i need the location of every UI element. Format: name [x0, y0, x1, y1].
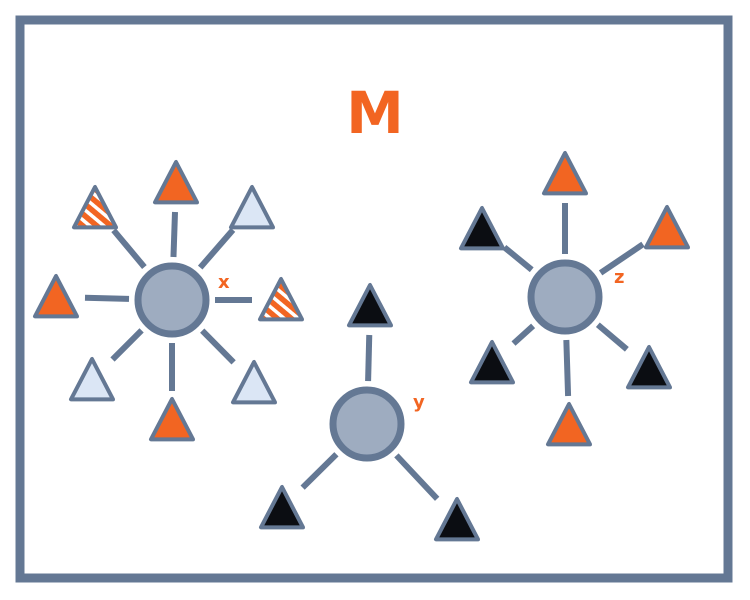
edge-y-1	[300, 452, 339, 490]
hub-label-y: y	[413, 392, 425, 413]
hubs-layer: x y z	[134, 259, 624, 462]
hatched-triangle-icon	[258, 277, 304, 322]
edge-z-5	[595, 322, 629, 352]
black-triangle-icon	[469, 340, 515, 385]
black-triangle-icon	[347, 283, 393, 328]
edges-layer	[84, 203, 645, 501]
diagram-title: M	[346, 79, 404, 147]
leaves-layer	[33, 151, 690, 542]
edge-y-2	[394, 453, 440, 501]
orange-triangle-icon	[153, 160, 199, 205]
light-triangle-icon	[69, 357, 115, 402]
light-triangle-icon	[231, 360, 277, 405]
orange-triangle-icon	[33, 274, 79, 319]
edge-z-0	[502, 245, 534, 273]
edge-y-0	[365, 334, 373, 382]
edge-x-2	[197, 227, 236, 270]
orange-triangle-icon	[644, 205, 690, 250]
edge-z-2	[598, 241, 645, 276]
orange-triangle-icon	[542, 151, 588, 196]
edge-z-4	[563, 339, 572, 397]
edge-z-3	[511, 323, 536, 346]
hub-label-x: x	[218, 272, 230, 293]
black-triangle-icon	[626, 345, 672, 390]
hub-node-z	[527, 259, 603, 335]
orange-triangle-icon	[149, 397, 195, 442]
hub-node-y	[329, 386, 405, 462]
hatched-triangle-icon	[72, 185, 118, 230]
hub-node-x	[134, 262, 210, 338]
edge-x-5	[110, 328, 144, 362]
black-triangle-icon	[259, 485, 305, 530]
light-triangle-icon	[229, 185, 275, 230]
black-triangle-icon	[434, 497, 480, 542]
edge-x-0	[111, 228, 147, 269]
edge-x-7	[200, 328, 236, 365]
orange-triangle-icon	[546, 402, 592, 447]
edge-x-3	[84, 294, 130, 302]
edge-x-1	[170, 211, 179, 258]
black-triangle-icon	[459, 206, 505, 251]
hub-label-z: z	[614, 267, 624, 288]
